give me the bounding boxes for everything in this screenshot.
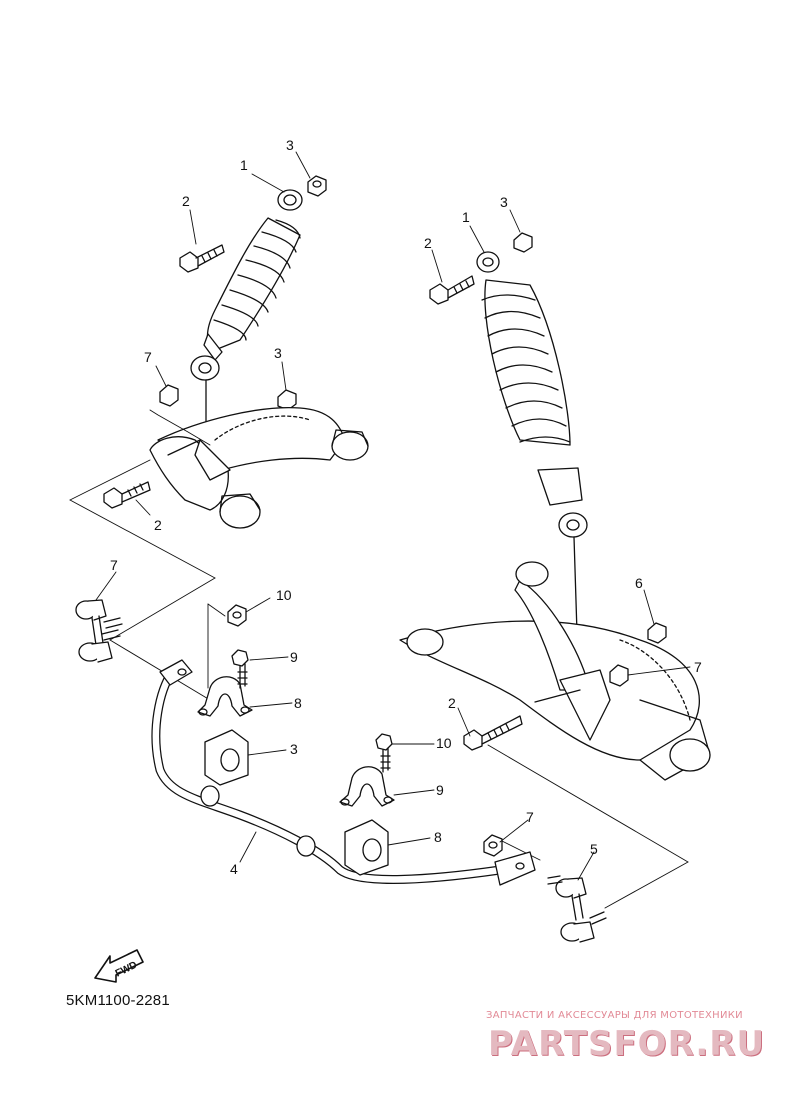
right-stabilizer-link: [547, 875, 607, 943]
left-shock-absorber: [190, 189, 303, 441]
callout-1: 1: [462, 209, 470, 225]
callout-1: 1: [240, 157, 248, 173]
left-a-arm: [149, 406, 369, 529]
left-bushing: [204, 729, 249, 786]
callout-10: 10: [436, 735, 452, 751]
left-upper-nut: [307, 175, 327, 197]
right-upper-bolt: [429, 275, 475, 305]
stabilizer-nut-right: [483, 834, 503, 857]
right-bushing: [344, 819, 389, 876]
callout-7: 10: [276, 587, 292, 603]
callout-3: 6: [635, 575, 643, 591]
left-upper-bolt: [179, 244, 225, 273]
callout-7: 7: [526, 809, 534, 825]
stabilizer-bar: [151, 659, 536, 886]
callout-numbers: 1 2 3 7 3 2 1 2 3 6 7 10 9 8 3 7 2 10 9 …: [110, 137, 702, 877]
stabilizer-nut-left: [227, 604, 247, 627]
diagram-code: 5KM1100-2281: [66, 992, 170, 1009]
callout-8: 8: [434, 829, 442, 845]
callout-3: 3: [500, 194, 508, 210]
right-upper-nut: [513, 232, 533, 253]
watermark-logo: PARTSFOR.RU: [488, 1024, 766, 1064]
callout-3: 3: [286, 137, 294, 153]
right-reference-lines: [487, 744, 689, 909]
callout-6: 7: [110, 557, 118, 573]
callout-3: 3: [274, 345, 282, 361]
watermark-subtitle: ЗАПЧАСТИ И АКСЕССУАРЫ ДЛЯ МОТОТЕХНИКИ: [486, 1010, 743, 1021]
right-lower-bolt: [463, 715, 523, 751]
callout-2: 2: [182, 193, 190, 209]
bracket-bolt-left: [231, 649, 249, 689]
callout-4: 4: [230, 861, 238, 877]
right-bracket: [339, 766, 395, 807]
callout-9: 8: [294, 695, 302, 711]
right-a-arm: [399, 561, 711, 781]
callout-9: 9: [436, 782, 444, 798]
fwd-arrow-icon: [94, 949, 144, 983]
left-stabilizer-link: [75, 599, 123, 663]
right-lower-nut-7: [609, 664, 629, 687]
bracket-bolt-right: [375, 733, 393, 773]
callout-10: 9: [290, 649, 298, 665]
callout-7: 7: [144, 349, 152, 365]
callout-7: 7: [694, 659, 702, 675]
right-lower-nut-3: [647, 622, 667, 644]
left-reference-lines: [69, 409, 226, 701]
left-lower-nut-7: [159, 384, 179, 407]
left-bracket: [197, 676, 253, 717]
callout-5: 5: [590, 841, 598, 857]
leader-lines: [95, 151, 691, 881]
left-lower-bolt: [103, 481, 151, 509]
callout-2: 2: [424, 235, 432, 251]
callout-2: 2: [448, 695, 456, 711]
callout-8: 3: [290, 741, 298, 757]
callout-2: 2: [154, 517, 162, 533]
